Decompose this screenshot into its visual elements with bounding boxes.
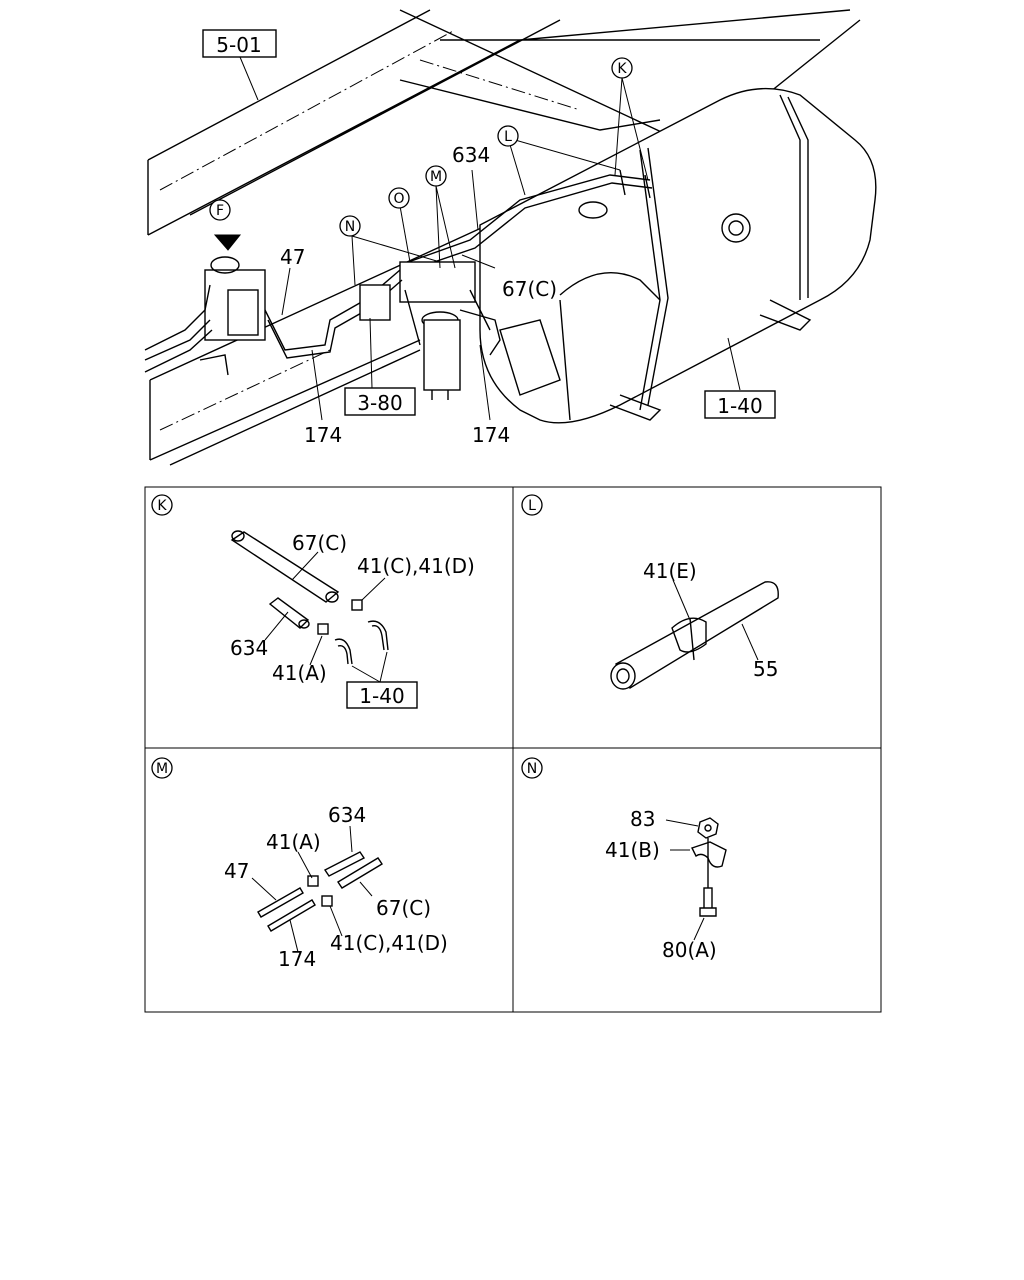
- panel-l-label-41e: 41(E): [643, 559, 697, 583]
- panel-n: N 83 41(B) 80(A): [521, 757, 727, 962]
- panel-n-label-83: 83: [630, 807, 655, 831]
- panel-l-marker: L: [528, 498, 536, 514]
- label-174-right: 174: [472, 423, 510, 447]
- label-67c: 67(C): [502, 277, 557, 301]
- ref-5-01-text: 5-01: [216, 33, 261, 57]
- panel-k-ref-1-40: 1-40: [359, 684, 404, 708]
- panel-m: M 634 41(A) 47 67(C) 174 41(C),41(D): [151, 757, 448, 971]
- panel-k-marker: K: [157, 498, 167, 514]
- panel-m-label-41a: 41(A): [266, 830, 321, 854]
- panel-l-label-55: 55: [753, 657, 778, 681]
- detail-panels: [144, 486, 882, 1013]
- ref-box-1-40-main[interactable]: 1-40: [704, 390, 776, 419]
- marker-o-text: O: [393, 191, 404, 207]
- label-174-left: 174: [304, 423, 342, 447]
- main-illustration: [144, 9, 877, 466]
- panel-m-marker: M: [156, 761, 168, 777]
- ref-1-40-main-text: 1-40: [717, 394, 762, 418]
- ref-box-5-01[interactable]: 5-01: [202, 29, 277, 58]
- panel-m-label-67c: 67(C): [376, 896, 431, 920]
- panel-k-label-41a: 41(A): [272, 661, 327, 685]
- ref-box-3-80[interactable]: 3-80: [344, 387, 416, 416]
- panel-k-label-634: 634: [230, 636, 268, 660]
- marker-o: O: [388, 187, 410, 209]
- ref-box-1-40-k[interactable]: 1-40: [346, 681, 418, 709]
- label-47: 47: [280, 245, 305, 269]
- marker-m-text: M: [430, 169, 442, 185]
- marker-n-text: N: [345, 219, 355, 235]
- panel-l: L 41(E) 55: [521, 494, 779, 690]
- panel-k-label-67c: 67(C): [292, 531, 347, 555]
- panel-m-label-47: 47: [224, 859, 249, 883]
- marker-f: F: [209, 199, 231, 221]
- panel-m-label-634: 634: [328, 803, 366, 827]
- marker-l: L: [497, 125, 519, 147]
- marker-f-text: F: [216, 203, 224, 219]
- panel-k-label-41cd: 41(C),41(D): [357, 554, 475, 578]
- panel-n-marker: N: [527, 761, 537, 777]
- panel-k: K 67(C) 41(C),41(D) 634 41(A) 1-40: [151, 494, 475, 709]
- marker-k-text: K: [617, 61, 627, 77]
- marker-k: K: [611, 57, 633, 79]
- marker-m: M: [425, 165, 447, 187]
- panel-n-label-80a: 80(A): [662, 938, 717, 962]
- panel-m-label-41cd: 41(C),41(D): [330, 931, 448, 955]
- ref-3-80-text: 3-80: [357, 391, 402, 415]
- label-634: 634: [452, 143, 490, 167]
- marker-l-text: L: [504, 129, 512, 145]
- marker-n: N: [339, 215, 361, 237]
- panel-m-label-174: 174: [278, 947, 316, 971]
- panel-n-label-41b: 41(B): [605, 838, 660, 862]
